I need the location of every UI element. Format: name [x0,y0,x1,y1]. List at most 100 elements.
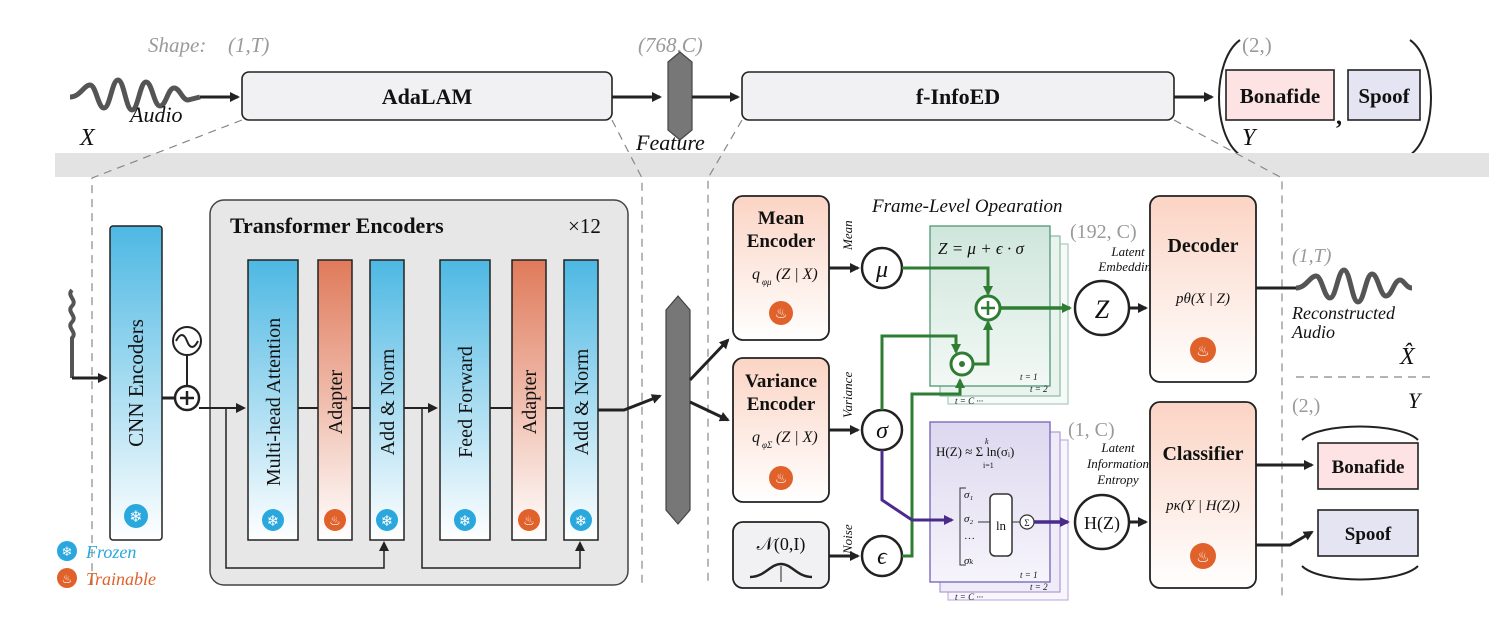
variance-encoder-title-1: Variance [745,371,817,392]
hz-symbol: H(Z) [1084,513,1120,534]
divider-band [55,153,1489,177]
entropy-formula: H(Z) ≈ Σ ln(σᵢ) [936,444,1014,459]
top-spoof-box [1347,69,1421,121]
classifier-title: Classifier [1162,443,1243,465]
fire-icon: ♨ [769,301,793,325]
output-bracket-right [1409,39,1432,156]
adapter-block-2 [511,259,547,541]
svg-text:♨: ♨ [775,471,788,487]
variance-tag: Variance [840,372,855,418]
out-shape: (2,) [1292,395,1320,417]
svg-text:♨: ♨ [1196,548,1209,566]
audio-label: Audio [128,102,183,127]
sum-top: k [985,437,989,446]
purple-tc: t = C ··· [955,592,983,602]
top-bonafide-box [1225,69,1335,121]
finfoed-label: f-InfoED [916,84,1000,109]
svg-text:❄: ❄ [459,512,472,530]
x-symbol: X [79,125,96,151]
x-hat: X̂ [1399,343,1416,370]
out-bracket-bottom [1301,565,1419,581]
sigma-dots: ··· [964,533,975,545]
mean-q-args: (Z | X) [776,266,818,283]
adapter-label-2: Adapter [519,369,541,434]
transformer-repeat: ×12 [568,214,601,238]
epsilon-symbol: ϵ [877,544,888,570]
svg-text:❄: ❄ [62,545,73,560]
recon-label-2: Audio [1291,322,1335,342]
sum-bot: i=1 [983,461,994,470]
trainable-legend-icon: ♨ [57,568,77,588]
frozen-legend-icon: ❄ [57,541,77,561]
spoof-label: Spoof [1345,524,1392,545]
bonafide-label: Bonafide [1332,457,1405,478]
entropy-shape: (1, C) [1068,419,1115,441]
green-add-icon [974,294,1002,322]
top-spoof-label: Spoof [1358,84,1410,108]
shape-label: Shape: [148,33,206,57]
add-norm-label-2: Add & Norm [571,348,593,455]
spoof-box [1317,509,1419,557]
feed-forward-block [439,259,491,541]
mean-encoder-title-2: Encoder [747,231,816,252]
fire-icon: ♨ [518,509,540,531]
svg-text:♨: ♨ [775,306,788,322]
transformer-title: Transformer Encoders [230,213,444,238]
feature-hexagon [667,51,693,141]
gaussian-curve-icon [749,562,813,579]
fire-icon: ♨ [1190,337,1216,363]
classifier-prob: pκ(Y | H(Z)) [1165,498,1240,514]
mean-q-sub: φμ [762,277,772,287]
adapter-block-1 [317,259,353,541]
decoder-title: Decoder [1167,235,1238,257]
sum-symbol: Σ [1024,518,1029,528]
reparam-formula: Z = μ + ϵ · σ [938,239,1025,258]
noise-box-label: 𝒩(0,I) [757,534,806,555]
frozen-icon: ❄ [376,509,398,531]
svg-text:♨: ♨ [62,572,73,586]
latent-shape: (192, C) [1070,221,1137,243]
adapter-label-1: Adapter [325,369,347,434]
entropy-label-2: Information [1086,456,1149,471]
shape-feature: (768,C) [638,33,703,57]
add-norm-block-1 [369,259,405,541]
sigma-k: σₖ [964,555,973,567]
sigma-symbol: σ [876,418,889,444]
svg-text:❄: ❄ [267,512,280,530]
shape-audio: (1,T) [228,33,269,57]
noise-tag: Noise [840,524,855,555]
svg-text:❄: ❄ [129,507,142,526]
svg-text:♨: ♨ [1196,342,1209,360]
mu-symbol: μ [875,257,888,283]
variance-q: q [752,429,760,446]
feature-hexagon-2 [665,295,691,525]
entropy-label-1: Latent [1100,440,1135,455]
shape-output: (2,) [1242,33,1272,57]
variance-encoder-title-2: Encoder [747,394,816,415]
top-comma: , [1336,104,1342,130]
frozen-icon: ❄ [454,509,476,531]
legend-frozen: Frozen [85,542,136,562]
fire-icon: ♨ [769,466,793,490]
green-t1: t = 1 [1020,372,1038,382]
positional-encoding-icon [172,326,202,356]
bonafide-box [1317,442,1419,490]
fire-icon: ♨ [1190,543,1216,569]
frozen-icon: ❄ [124,504,148,528]
adalam-label: AdaLAM [382,84,473,109]
green-multiply-icon [949,351,975,377]
sigma-2: σ₂ [964,513,973,525]
z-symbol: Z [1095,295,1110,324]
recon-shape: (1,T) [1292,245,1332,267]
entropy-label-3: Entropy [1096,472,1139,487]
purple-t1: t = 1 [1020,570,1038,580]
svg-text:❄: ❄ [575,512,588,530]
variance-q-sub: φΣ [762,440,773,450]
audio-waveform-icon [69,77,201,113]
ln-box [989,493,1013,557]
multihead-attention-label: Multi-head Attention [263,318,285,486]
latent-label-2: Embedding [1097,259,1158,274]
recon-label-1: Reconstructed [1291,303,1396,323]
green-tc: t = C ··· [955,396,983,406]
